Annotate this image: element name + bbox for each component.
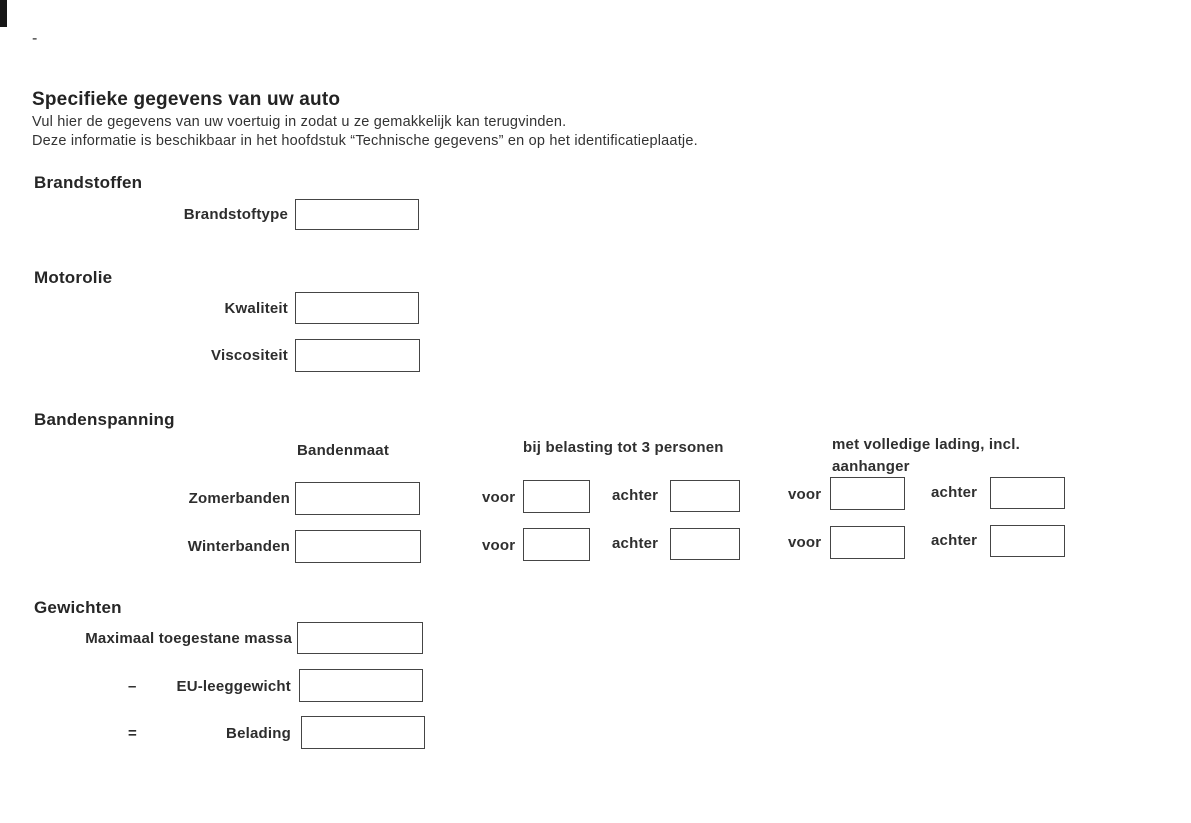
belading-input[interactable] xyxy=(301,716,425,749)
brandstoftype-label: Brandstoftype xyxy=(183,206,288,223)
belading-label: Belading xyxy=(226,725,291,742)
column-header-lading-line2: aanhanger xyxy=(832,458,910,475)
intro-line-1: Vul hier de gegevens van uw voertuig in … xyxy=(32,114,567,130)
winterbanden-belasting-achter-input[interactable] xyxy=(670,528,740,560)
zomerbanden-belasting-achter-label: achter xyxy=(612,487,659,504)
viscositeit-input[interactable] xyxy=(295,339,420,372)
intro-line-2: Deze informatie is beschikbaar in het ho… xyxy=(32,133,698,149)
equals-operator: = xyxy=(128,725,137,742)
zomerbanden-lading-voor-label: voor xyxy=(788,486,822,503)
eu-leeggewicht-input[interactable] xyxy=(299,669,423,702)
maximaal-toegestane-massa-input[interactable] xyxy=(297,622,423,654)
section-heading-brandstoffen: Brandstoffen xyxy=(34,173,143,192)
zomerbanden-lading-voor-input[interactable] xyxy=(830,477,905,510)
zomerbanden-lading-achter-input[interactable] xyxy=(990,477,1065,509)
viscositeit-label: Viscositeit xyxy=(211,347,288,364)
brandstoftype-input[interactable] xyxy=(295,199,419,230)
zomerbanden-belasting-achter-input[interactable] xyxy=(670,480,740,512)
column-header-bandenmaat: Bandenmaat xyxy=(297,442,390,459)
kwaliteit-label: Kwaliteit xyxy=(224,300,288,317)
column-header-belasting: bij belasting tot 3 personen xyxy=(523,439,724,456)
winterbanden-lading-achter-input[interactable] xyxy=(990,525,1065,557)
zomerbanden-belasting-voor-input[interactable] xyxy=(523,480,590,513)
zomerbanden-label: Zomerbanden xyxy=(188,490,290,507)
eu-leeggewicht-label: EU-leeggewicht xyxy=(176,678,291,695)
winterbanden-lading-achter-label: achter xyxy=(931,532,978,549)
winterbanden-belasting-achter-label: achter xyxy=(612,535,659,552)
corner-dash-mark: - xyxy=(32,30,38,47)
winterbanden-bandenmaat-input[interactable] xyxy=(295,530,421,563)
winterbanden-label: Winterbanden xyxy=(187,538,290,555)
kwaliteit-input[interactable] xyxy=(295,292,419,324)
winterbanden-belasting-voor-input[interactable] xyxy=(523,528,590,561)
winterbanden-belasting-voor-label: voor xyxy=(482,537,516,554)
zomerbanden-bandenmaat-input[interactable] xyxy=(295,482,420,515)
page-title: Specifieke gegevens van uw auto xyxy=(32,89,341,110)
maximaal-toegestane-massa-label: Maximaal toegestane massa xyxy=(85,630,292,647)
column-header-lading-line1: met volledige lading, incl. xyxy=(832,436,1020,453)
winterbanden-lading-voor-input[interactable] xyxy=(830,526,905,559)
scan-edge-mark xyxy=(0,0,7,27)
section-heading-gewichten: Gewichten xyxy=(34,598,122,617)
winterbanden-lading-voor-label: voor xyxy=(788,534,822,551)
zomerbanden-belasting-voor-label: voor xyxy=(482,489,516,506)
zomerbanden-lading-achter-label: achter xyxy=(931,484,978,501)
section-heading-motorolie: Motorolie xyxy=(34,268,113,287)
section-heading-bandenspanning: Bandenspanning xyxy=(34,410,175,429)
minus-operator: – xyxy=(128,678,137,695)
